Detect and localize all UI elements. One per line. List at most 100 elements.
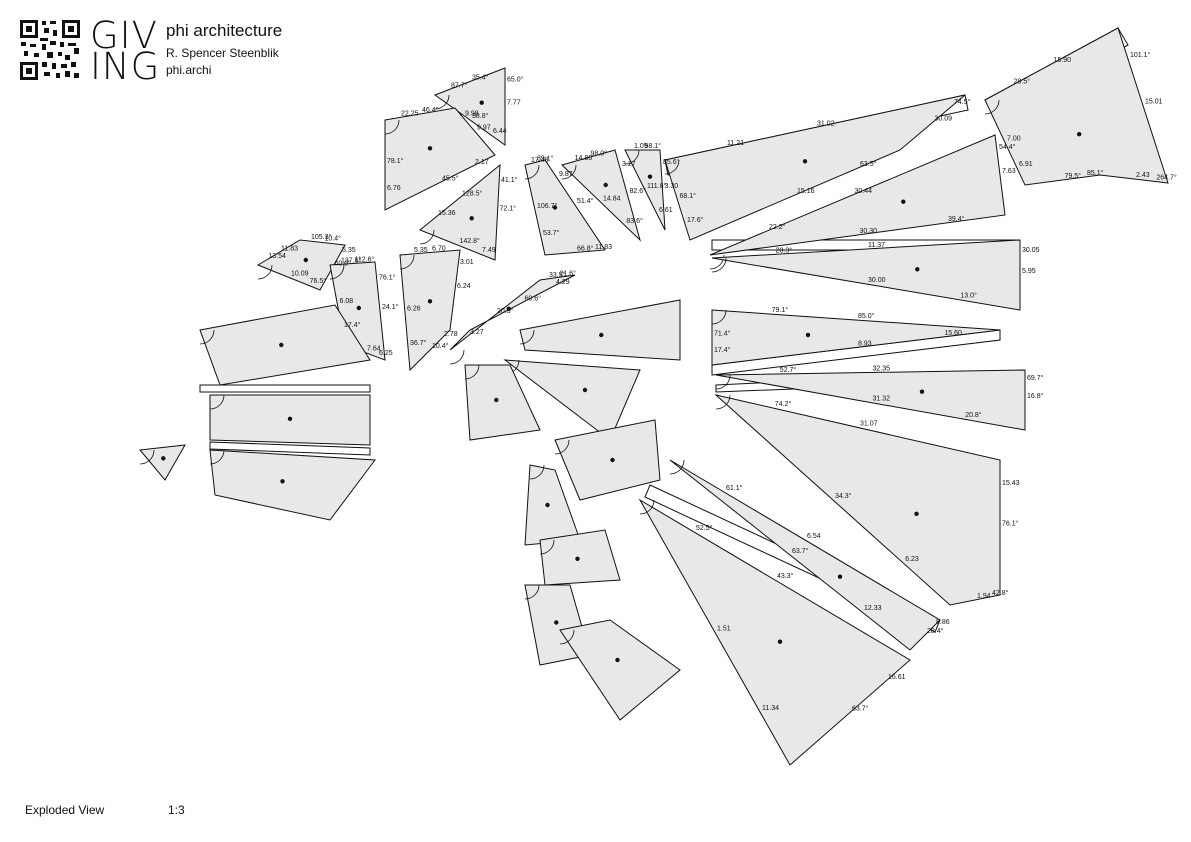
dimension-label: 112.6°	[355, 256, 375, 264]
dimension-label: 43.3°	[777, 572, 794, 580]
connector-dot	[582, 387, 588, 393]
dimension-label: 42.8°	[992, 589, 1009, 597]
dimension-label: 85.0°	[858, 312, 875, 320]
dimension-label: 20.3°	[497, 307, 514, 315]
dimension-label: 63.7°	[792, 547, 809, 555]
dimension-label: 137.6°	[341, 256, 362, 264]
piece-20	[199, 304, 371, 386]
dimension-label: 4.29	[556, 279, 570, 286]
dimension-label: 24.1°	[382, 303, 399, 311]
piece-19	[519, 299, 681, 361]
dimension-label: 7.49	[482, 247, 496, 254]
connector-dot	[805, 332, 811, 338]
dimension-label: 15.16	[797, 188, 815, 195]
dimension-label: 5.35	[414, 247, 428, 254]
dimension-label: 15.43	[1002, 480, 1020, 487]
dimension-label: 74.2°	[775, 400, 792, 408]
dimension-label: 15.36	[438, 210, 456, 217]
dimension-label: 6.23	[905, 556, 919, 563]
piece-12	[524, 159, 606, 256]
angle-arc	[434, 94, 450, 110]
dimension-label: 76.5°	[310, 277, 327, 285]
piece-15	[256, 239, 346, 291]
dimension-label: 31.02	[817, 121, 835, 128]
dimension-label: 17.6°	[687, 216, 704, 224]
dimension-label: 15.90	[1054, 57, 1072, 64]
dimension-label: 30.30	[860, 228, 878, 235]
angle-arc	[419, 229, 435, 245]
dimension-label: 11.37	[868, 242, 885, 249]
brand-author: R. Spencer Steenblik	[166, 46, 279, 60]
brand-title: phi architecture	[166, 21, 283, 40]
angle-arc	[539, 539, 555, 555]
dimension-label: 2.78	[444, 331, 458, 338]
footer-scale: 1:3	[168, 803, 185, 817]
angle-arc	[664, 159, 680, 175]
brand-site: phi.archi	[166, 63, 212, 77]
piece-18	[449, 274, 576, 351]
angle-arc	[529, 464, 545, 480]
dimension-label: 63.5°	[860, 160, 877, 168]
piece-24	[464, 364, 541, 441]
angle-arc	[139, 449, 155, 465]
dimension-label: 17.4°	[714, 346, 731, 354]
angle-arc	[464, 364, 480, 380]
dimension-label: 14.84	[603, 196, 621, 203]
dimension-label: 46.4°	[422, 106, 439, 114]
angle-arc	[329, 264, 345, 280]
dimension-label: 72.1°	[500, 205, 517, 213]
dimension-label: 78.1°	[387, 157, 404, 165]
piece-17	[399, 249, 461, 372]
dimension-label: 53.7°	[543, 229, 560, 237]
dimension-label: 101.1°	[1130, 51, 1151, 59]
connector-dot	[575, 556, 580, 561]
piece-6	[714, 394, 1001, 606]
dimension-label: 98.0°	[591, 150, 608, 158]
dimension-label: 6.24	[457, 283, 471, 290]
connector-dot	[545, 502, 550, 508]
angle-arc	[524, 164, 540, 180]
angle-arc	[199, 329, 215, 345]
dimension-label: 16.8°	[1027, 392, 1044, 400]
dimension-label: 6.61	[659, 207, 673, 214]
angle-arc	[669, 459, 685, 475]
angle-arc	[209, 449, 225, 465]
piece-9	[433, 67, 506, 146]
dimension-label: 13.54	[268, 253, 286, 260]
dimension-label: 32.35	[873, 366, 891, 373]
dimension-label: 79.1°	[772, 306, 789, 314]
dimension-label: 22.2°	[769, 223, 786, 231]
angle-arc	[559, 629, 575, 645]
dimension-label: 5.95	[1022, 268, 1036, 275]
piece-5	[715, 369, 1026, 431]
angle-arc	[519, 329, 535, 345]
dimension-label: 1.94	[977, 593, 991, 600]
dimension-label: 63.7°	[852, 705, 869, 713]
piece-25	[554, 419, 661, 501]
dimension-label: 3.30	[665, 183, 679, 190]
strip-7	[209, 441, 371, 456]
dimension-label: 34.3°	[835, 492, 852, 500]
connector-dot	[280, 479, 285, 484]
dimension-label: 31.32	[873, 396, 891, 403]
dimension-label: 12.33	[864, 605, 882, 612]
dimension-label: 6.70	[432, 246, 446, 253]
dimension-label: 17.48	[531, 157, 549, 164]
dimension-label: 52.7°	[780, 366, 797, 374]
connector-dot	[647, 174, 653, 179]
dimension-label: 30.05	[1022, 247, 1040, 254]
angle-arc	[524, 584, 540, 600]
dimension-label: 15.01	[1145, 99, 1163, 106]
dimension-label: 45.5°	[442, 175, 459, 183]
piece-2	[709, 134, 1006, 256]
strip-6	[199, 384, 371, 393]
piece-7	[669, 459, 941, 651]
angle-arc	[711, 257, 727, 273]
piece-10	[384, 107, 496, 211]
dimension-label: 6.54	[807, 533, 821, 540]
dimension-label: 33.5°	[549, 271, 566, 279]
dimension-label: 28.5°	[1014, 78, 1031, 86]
piece-3	[711, 239, 1021, 311]
dimension-label: 15.60	[944, 330, 962, 337]
dimension-label: 36.7°	[410, 339, 427, 347]
